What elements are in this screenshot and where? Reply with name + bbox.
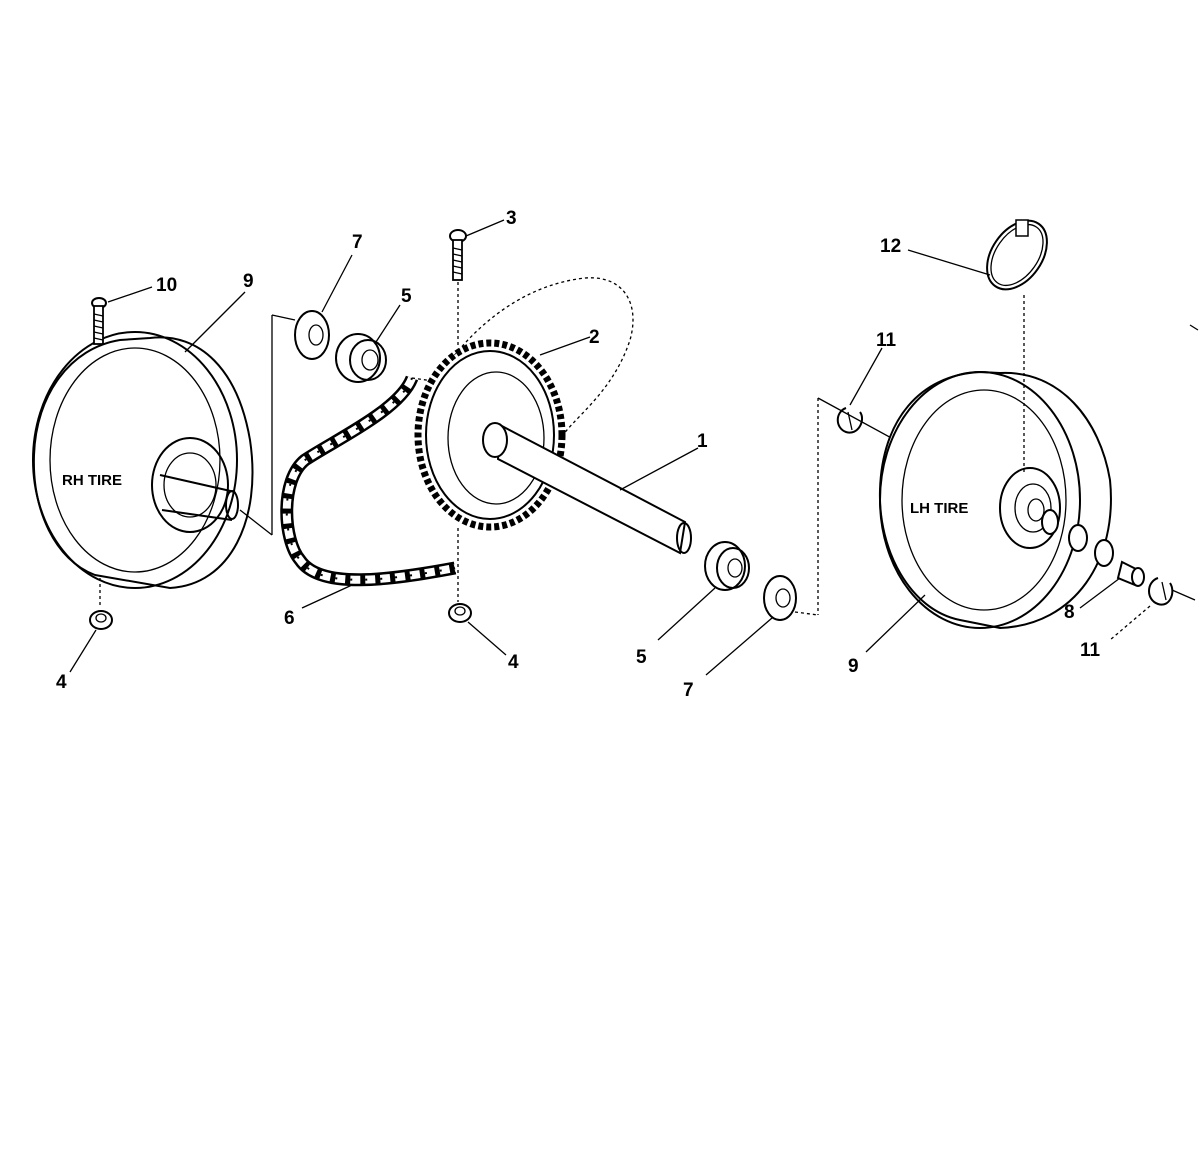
leader-5-top <box>375 304 401 343</box>
callout-9-left: 9 <box>243 271 254 292</box>
lh-tire <box>878 370 1112 630</box>
leader-4-mid <box>467 621 507 656</box>
leader-5-bottom <box>657 587 716 641</box>
callout-3: 3 <box>506 208 517 229</box>
washer-7-bottom <box>763 575 797 621</box>
leader-6 <box>301 584 353 609</box>
nut-4-left <box>89 578 113 630</box>
leader-9-right <box>865 594 926 653</box>
callout-5-top: 5 <box>401 286 412 307</box>
washer-7-top <box>294 310 330 360</box>
lh-tire-label: LH TIRE <box>910 500 968 517</box>
spacer-8 <box>1041 509 1145 587</box>
rh-tire <box>32 331 254 590</box>
drive-chain <box>280 375 457 587</box>
clip-11-top <box>836 407 864 434</box>
callout-4-mid: 4 <box>508 652 519 673</box>
callout-12: 12 <box>880 236 901 257</box>
callout-2: 2 <box>589 327 600 348</box>
leader-7-bottom <box>705 617 773 676</box>
callout-1: 1 <box>697 431 708 452</box>
leader-11-bottom <box>1109 605 1151 641</box>
callout-7-bottom: 7 <box>683 680 694 701</box>
leader-2 <box>539 336 591 356</box>
leader-4-left <box>69 629 97 673</box>
axle-1 <box>482 422 692 555</box>
bushing-5-top <box>335 333 387 383</box>
callout-7-top: 7 <box>352 232 363 253</box>
callout-6: 6 <box>284 608 295 629</box>
clip-11-bottom <box>1148 577 1196 606</box>
bolt-3 <box>449 229 467 346</box>
leader-7-top <box>321 254 353 313</box>
leader-12 <box>907 249 991 276</box>
leader-10 <box>107 286 153 303</box>
callout-10: 10 <box>156 275 177 296</box>
nut-4-mid <box>448 528 472 623</box>
callout-8: 8 <box>1064 602 1075 623</box>
ring-12 <box>986 219 1048 475</box>
bushing-5-bottom <box>704 541 750 591</box>
leader-8 <box>1079 577 1121 609</box>
bolt-10 <box>91 297 107 345</box>
leader-3 <box>465 219 505 237</box>
callout-11-bottom: 11 <box>1080 640 1101 661</box>
leader-1 <box>619 447 699 491</box>
callout-4-left: 4 <box>56 672 67 693</box>
leader-9-left <box>184 291 246 353</box>
callout-9-right: 9 <box>848 656 859 677</box>
leader-11-top <box>849 347 883 406</box>
rh-tire-label: RH TIRE <box>62 472 122 489</box>
callout-11-top: 11 <box>876 330 897 351</box>
callout-5-bottom: 5 <box>636 647 647 668</box>
